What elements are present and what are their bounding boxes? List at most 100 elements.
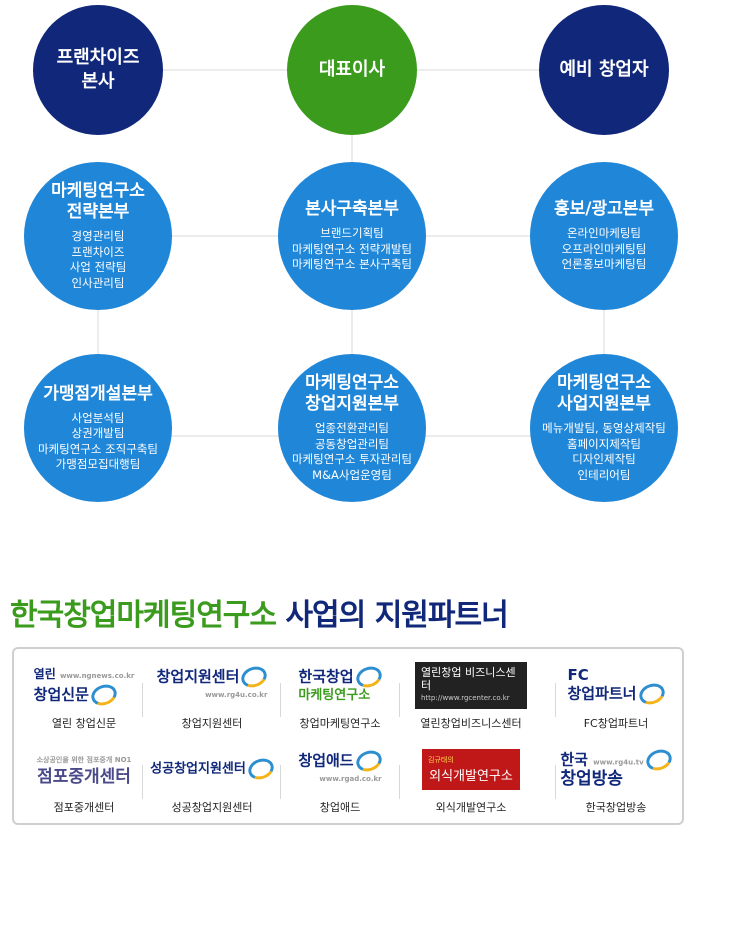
node-title: 예비 창업자: [559, 59, 649, 80]
heading-brand: 한국창업마케팅연구소: [10, 598, 277, 633]
partner-item[interactable]: 창업지원센터 www.rg4u.co.kr 창업지원센터: [148, 662, 276, 731]
logo-url: www.rgad.co.kr: [319, 774, 382, 783]
hq-build-division-node: 본사구축본부 브랜드기획팀 마케팅연구소 전략개발팀 마케팅연구소 본사구축팀: [278, 162, 426, 310]
partner-item[interactable]: 창업애드 www.rgad.co.kr 창업애드: [276, 746, 404, 815]
divider: [555, 683, 556, 717]
logo-text: 창업파트너: [567, 684, 637, 702]
logo-text: 한국: [560, 750, 588, 769]
partner-label: 열린 창업신문: [51, 717, 117, 730]
node-title: 마케팅연구소: [557, 373, 651, 393]
ring-logo-icon: [643, 745, 675, 774]
team-item: 가맹점모집대행팀: [55, 457, 141, 471]
logo-text: 창업방송: [560, 769, 623, 790]
logo-text: 점포중개센터: [37, 767, 131, 787]
team-item: 경영관리팀: [71, 229, 125, 243]
partner-logo: 창업지원센터 www.rg4u.co.kr: [148, 662, 276, 707]
divider: [555, 765, 556, 799]
node-title: 홍보/광고본부: [553, 199, 655, 220]
team-list: 업종전환관리팀 공동창업관리팀 마케팅연구소 투자관리팀 M&A사업운영팀: [292, 421, 412, 483]
partner-label: 열린창업비즈니스센터: [420, 717, 522, 730]
partner-label: FC창업파트너: [583, 717, 649, 730]
partner-logo: 성공창업지원센터: [148, 747, 277, 791]
partner-logo: 소상공인을 위한 점포중개 NO1 점포중개센터: [20, 747, 148, 791]
logo-text: 열린: [33, 666, 56, 681]
logo-text: 창업애드: [298, 751, 354, 769]
partner-label: 한국창업방송: [585, 801, 647, 814]
team-item: 마케팅연구소 전략개발팀: [291, 241, 413, 256]
partner-logo-panel: 열린 www.ngnews.co.kr 창업신문 열린 창업신문 창업지원센터 …: [12, 647, 684, 825]
divider: [142, 683, 143, 717]
partner-label: 외식개발연구소: [435, 801, 507, 814]
divider: [399, 765, 400, 799]
team-item: 마케팅연구소 본사구축팀: [291, 257, 413, 272]
team-item: 메뉴개발팀, 동영상제작팀: [542, 421, 666, 435]
logo-url: www.rg4u.tv: [593, 758, 644, 767]
logo-text: 마케팅연구소: [298, 687, 371, 703]
partner-item[interactable]: 소상공인을 위한 점포중개 NO1 점포중개센터 점포중개센터: [20, 747, 148, 815]
partner-logo: 창업애드 www.rgad.co.kr: [276, 746, 404, 791]
team-item: 인사관리팀: [71, 275, 125, 290]
node-title: 전략본부: [66, 202, 130, 222]
business-support-division-node: 마케팅연구소 사업지원본부 메뉴개발팀, 동영상제작팀 홈페이지제작팀 디자인제…: [530, 354, 678, 502]
logo-text: FC: [567, 665, 589, 684]
team-item: 홈페이지제작팀: [566, 436, 642, 451]
team-item: 오프라인마케팅팀: [561, 241, 647, 256]
logo-url: 김규태의: [428, 755, 454, 764]
partner-logo: 열린창업 비즈니스센터 http://www.rgcenter.co.kr: [407, 661, 535, 709]
divider: [142, 765, 143, 799]
node-title: 본사구축본부: [305, 199, 399, 220]
team-item: 사업분석팀: [71, 410, 125, 425]
partner-item[interactable]: 한국 www.rg4u.tv 창업방송 한국창업방송: [552, 745, 680, 815]
node-title: 본사: [81, 71, 115, 92]
team-item: 마케팅연구소 투자관리팀: [291, 452, 413, 466]
heading-rest: 사업의 지원파트너: [276, 598, 508, 633]
strategy-division-node: 마케팅연구소 전략본부 경영관리팀 프랜차이즈 사업 전략팀 인사관리팀: [24, 162, 172, 310]
partner-logo: 한국 www.rg4u.tv 창업방송: [552, 745, 680, 791]
logo-text: 창업신문: [33, 685, 89, 703]
node-title: 대표이사: [318, 59, 386, 80]
node-title: 마케팅연구소: [51, 181, 145, 201]
team-list: 사업분석팀 상권개발팀 마케팅연구소 조직구축팀 가맹점모집대행팀: [38, 411, 158, 473]
partner-label: 성공창업지원센터: [171, 801, 253, 814]
partner-item[interactable]: 열린 www.ngnews.co.kr 창업신문 열린 창업신문: [20, 663, 148, 731]
startup-support-division-node: 마케팅연구소 창업지원본부 업종전환관리팀 공동창업관리팀 마케팅연구소 투자관…: [278, 354, 426, 502]
logo-text: 열린창업 비즈니스센터: [421, 665, 516, 692]
logo-url: www.rg4u.co.kr: [205, 690, 268, 699]
partner-logo: FC 창업파트너: [552, 663, 680, 708]
team-item: 언론홍보마케팅팀: [561, 257, 647, 272]
team-item: M&A사업운영팀: [312, 467, 392, 482]
divider: [399, 683, 400, 717]
team-list: 온라인마케팅팀 오프라인마케팅팀 언론홍보마케팅팀: [562, 226, 647, 273]
team-item: 마케팅연구소 조직구축팀: [37, 441, 159, 456]
partner-item[interactable]: 열린창업 비즈니스센터 http://www.rgcenter.co.kr 열린…: [407, 661, 535, 731]
logo-text: 한국창업: [298, 667, 354, 685]
pre-founder-node: 예비 창업자: [539, 5, 669, 135]
partner-item[interactable]: 김규태의 외식개발연구소 외식개발연구소: [407, 747, 535, 815]
partner-logo: 열린 www.ngnews.co.kr 창업신문: [20, 663, 148, 709]
logo-text: 외식개발연구소: [429, 768, 513, 784]
node-title: 가맹점개설본부: [43, 383, 153, 404]
team-list: 메뉴개발팀, 동영상제작팀 홈페이지제작팀 디자인제작팀 인테리어팀: [542, 421, 666, 483]
ceo-node: 대표이사: [287, 5, 417, 135]
partner-item[interactable]: 한국창업 마케팅연구소 창업마케팅연구소: [276, 662, 404, 731]
partner-label: 창업애드: [319, 801, 361, 814]
ring-logo-icon: [635, 679, 668, 708]
team-item: 업종전환관리팀: [314, 421, 390, 435]
team-item: 디자인제작팀: [572, 452, 636, 466]
team-item: 인테리어팀: [577, 467, 631, 482]
team-item: 공동창업관리팀: [314, 436, 390, 451]
partner-item[interactable]: 성공창업지원센터 성공창업지원센터: [148, 747, 277, 815]
partner-logo: 한국창업 마케팅연구소: [276, 662, 404, 707]
node-title: 프랜차이즈: [56, 47, 140, 68]
logo-url: http://www.rgcenter.co.kr: [421, 693, 510, 702]
partners-heading: 한국창업마케팅연구소 사업의 지원파트너: [10, 590, 509, 634]
partner-item[interactable]: FC 창업파트너 FC창업파트너: [552, 663, 680, 731]
logo-text: 창업지원센터: [156, 667, 240, 685]
partner-label: 창업마케팅연구소: [299, 717, 381, 730]
divider: [280, 683, 281, 717]
node-title: 마케팅연구소: [305, 373, 399, 393]
node-title: 사업지원본부: [557, 394, 651, 414]
ring-logo-icon: [88, 680, 120, 709]
team-item: 온라인마케팅팀: [566, 226, 642, 241]
franchise-hq-node: 프랜차이즈 본사: [33, 5, 163, 135]
